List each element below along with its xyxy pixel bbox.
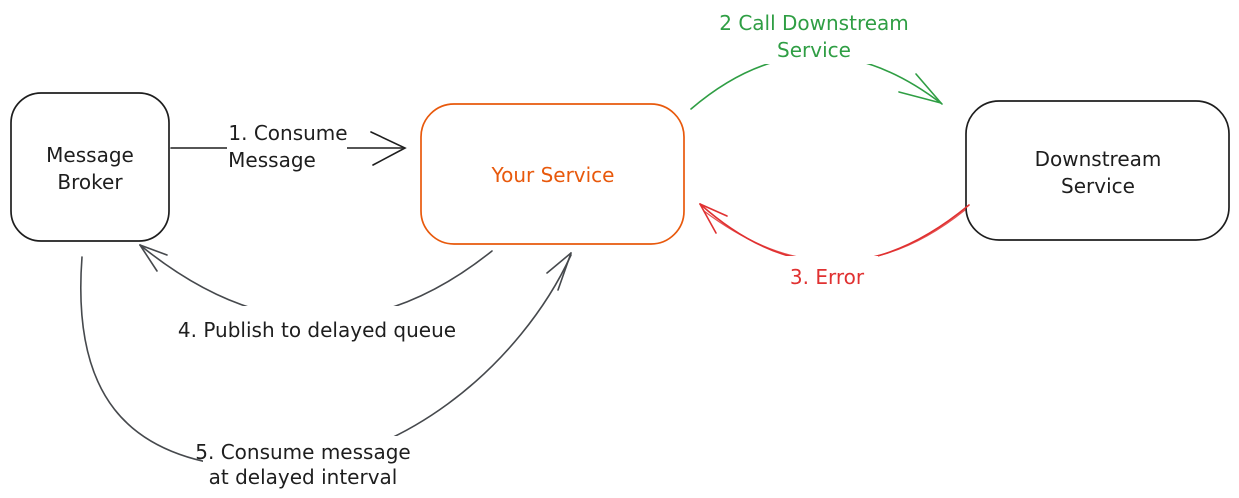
consume-delayed-label-line1: 5. Consume message: [195, 440, 410, 464]
consume-message-label-line1: 1. Consume: [228, 121, 347, 145]
your-service-label: Your Service: [491, 163, 615, 187]
message-broker-node: Message Broker: [10, 92, 170, 242]
error-label-text: 3. Error: [790, 265, 865, 289]
arrowhead-right-icon: [370, 131, 407, 166]
call-downstream-label-line2: Service: [777, 38, 851, 62]
consume-delayed-arrow: [80, 252, 572, 469]
delayed-label-mask: [203, 436, 403, 492]
publish-delayed-label: 4. Publish to delayed queue: [178, 318, 456, 342]
arrowhead-red-barb2-icon: [699, 203, 717, 234]
message-broker-label-line2: Broker: [57, 170, 123, 194]
arrowhead-publish-barb1-icon: [139, 244, 168, 256]
downstream-service-node: Downstream Service: [965, 100, 1230, 241]
consume-label-mask: [227, 118, 347, 175]
consume-message-label-line2: Message: [228, 148, 316, 172]
error-label: 3. Error: [790, 265, 865, 289]
error-label-mask: [776, 256, 878, 290]
consume-message-label: 1. Consume Message: [228, 121, 347, 172]
message-broker-box: [10, 92, 170, 242]
your-service-box: [420, 103, 685, 245]
consume-delayed-label: 5. Consume message at delayed interval: [195, 440, 410, 489]
publish-label-mask: [153, 306, 481, 348]
arrowhead-green-barb2-icon: [898, 91, 942, 104]
downstream-service-label-line1: Downstream: [1035, 147, 1162, 171]
arrowhead-red-barb1-icon: [699, 203, 728, 217]
arrowhead-green-barb1-icon: [915, 73, 942, 104]
arrowhead-delayed-barb1-icon: [546, 252, 572, 274]
downstream-service-label-line2: Service: [1061, 174, 1135, 198]
call-label-mask: [714, 4, 914, 64]
downstream-service-box: [965, 100, 1230, 241]
arrowhead-delayed-barb2-icon: [557, 252, 572, 291]
call-downstream-label-line1: 2 Call Downstream: [719, 11, 909, 35]
message-broker-label-line1: Message: [46, 143, 134, 167]
consume-delayed-label-line2: at delayed interval: [209, 465, 398, 489]
arrowhead-publish-barb2-icon: [139, 244, 158, 272]
error-arrow: [699, 203, 970, 263]
your-service-node: Your Service: [420, 103, 685, 245]
call-downstream-label: 2 Call Downstream Service: [719, 11, 909, 62]
publish-delayed-label-text: 4. Publish to delayed queue: [178, 318, 456, 342]
